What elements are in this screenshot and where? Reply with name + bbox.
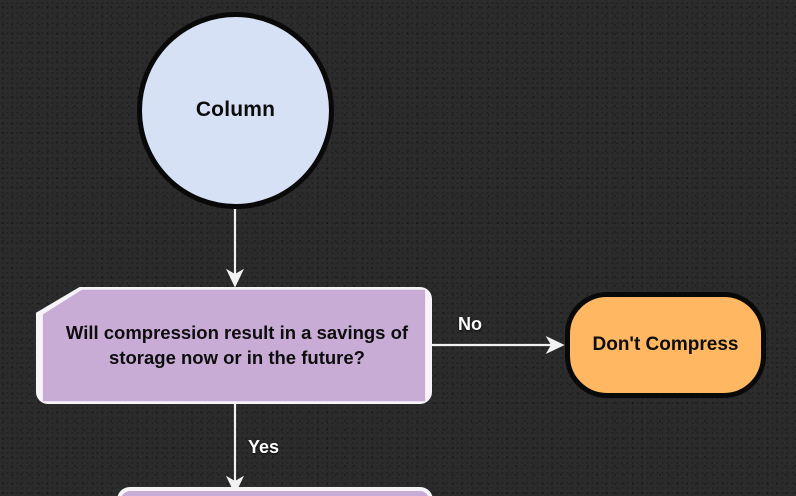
edge-label-yes: Yes (248, 437, 280, 457)
node-decision-label: Will compression result in a savings of … (65, 322, 409, 368)
node-decision-compression-savings[interactable]: Will compression result in a savings of … (36, 287, 432, 404)
node-dont-compress[interactable]: Don't Compress (565, 292, 766, 398)
node-next-partial[interactable] (117, 487, 433, 496)
node-column[interactable]: Column (137, 12, 334, 209)
edge-label-no: No (458, 314, 482, 334)
decision-shape-fill (42, 289, 426, 402)
node-dont-compress-label: Don't Compress (592, 333, 739, 355)
node-column-label: Column (195, 98, 276, 122)
